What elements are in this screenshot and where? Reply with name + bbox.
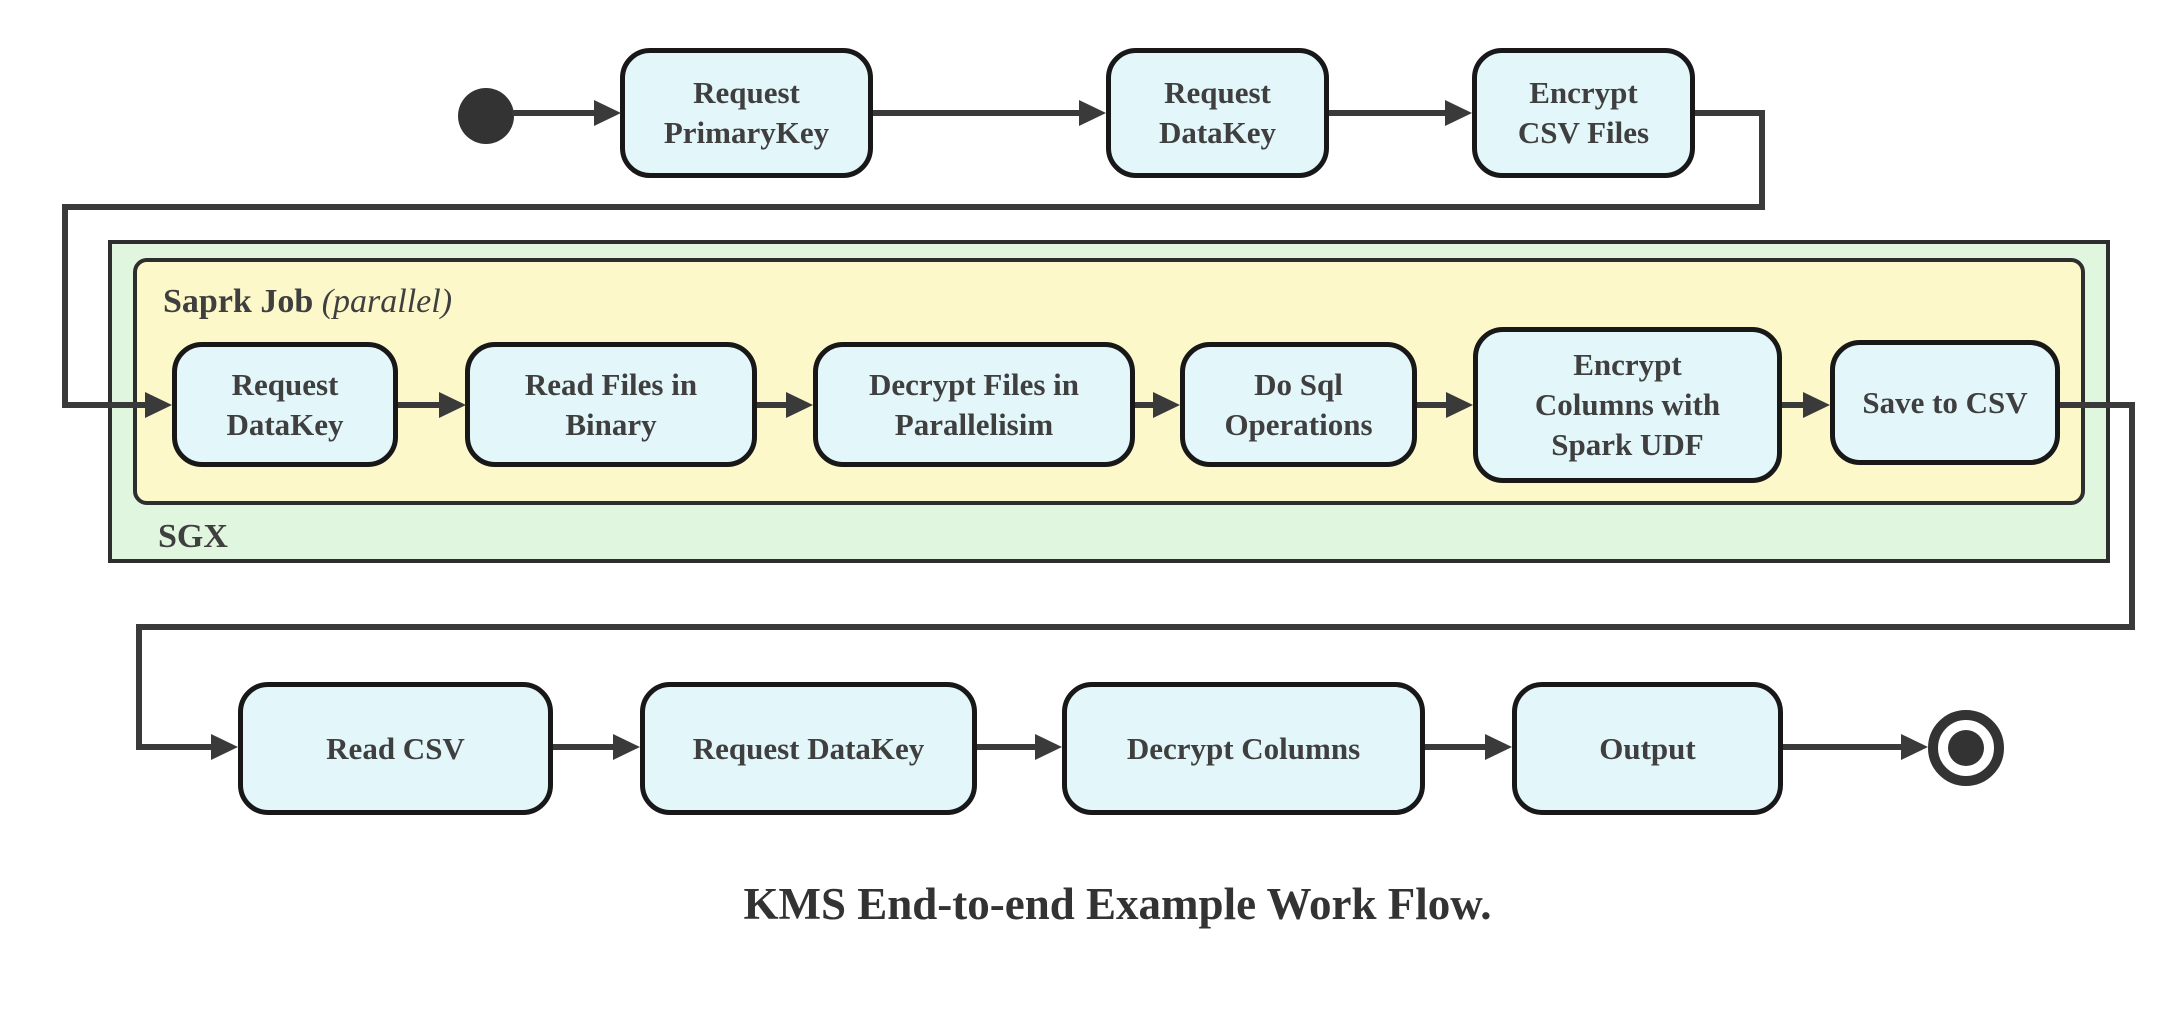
edge-readfiles-to-decryptfiles-arrowhead	[786, 392, 813, 418]
edge-primarykey-to-datakey	[873, 110, 1079, 116]
node-encrypt-csv-files: Encrypt CSV Files	[1472, 48, 1695, 178]
edge-readcsv-to-requestdatakey	[553, 744, 613, 750]
diagram-title: KMS End-to-end Example Work Flow.	[743, 879, 1492, 929]
edge-primarykey-to-datakey-arrowhead	[1079, 100, 1106, 126]
node-output: Output	[1512, 682, 1783, 815]
edge-encryptcsv-to-sgx-segment	[62, 204, 68, 408]
edge-savecsv-to-readcsv-segment	[136, 624, 142, 747]
edge-savecsv-to-readcsv-segment	[2129, 402, 2135, 630]
edge-decryptfiles-to-dosql	[1135, 402, 1153, 408]
edge-datakey-to-encryptcsv-arrowhead	[1445, 100, 1472, 126]
end-state-icon	[1928, 710, 2004, 786]
node-decrypt-columns: Decrypt Columns	[1062, 682, 1425, 815]
edge-output-to-end	[1783, 744, 1901, 750]
edge-encryptcsv-to-sgx-arrowhead	[145, 392, 172, 418]
edge-datakey-to-encryptcsv	[1329, 110, 1445, 116]
edge-datakey-to-readfiles	[398, 402, 439, 408]
start-state-icon	[458, 88, 514, 144]
edge-decryptcolumns-to-output-arrowhead	[1485, 734, 1512, 760]
edge-datakey-to-readfiles-arrowhead	[439, 392, 466, 418]
node-request-datakey-sgx: Request DataKey	[172, 342, 398, 467]
edge-dosql-to-encryptcolumns-arrowhead	[1446, 392, 1473, 418]
edge-savecsv-to-readcsv-arrowhead	[211, 734, 238, 760]
spark-job-group-label: Saprk Job (parallel)	[163, 283, 452, 321]
edge-dosql-to-encryptcolumns	[1417, 402, 1446, 408]
spark-job-label-text: Saprk Job	[163, 283, 314, 320]
edge-start-to-request-primarykey	[512, 110, 594, 116]
edge-encryptcolumns-to-savecsv	[1782, 402, 1803, 408]
spark-job-parallel-label: (parallel)	[321, 283, 453, 320]
edge-encryptcolumns-to-savecsv-arrowhead	[1803, 392, 1830, 418]
edge-encryptcsv-to-sgx-segment	[62, 402, 145, 408]
edge-readfiles-to-decryptfiles	[757, 402, 786, 408]
edge-decryptfiles-to-dosql-arrowhead	[1153, 392, 1180, 418]
edge-encryptcsv-to-sgx-segment	[1759, 110, 1765, 210]
node-decrypt-files-in-parallelisim: Decrypt Files in Parallelisim	[813, 342, 1135, 467]
node-save-to-csv: Save to CSV	[1830, 340, 2060, 465]
edge-decryptcolumns-to-output	[1425, 744, 1485, 750]
node-encrypt-columns-with-spark-udf: Encrypt Columns with Spark UDF	[1473, 327, 1782, 483]
edge-encryptcsv-to-sgx-segment	[62, 204, 1765, 210]
node-request-primarykey: Request PrimaryKey	[620, 48, 873, 178]
node-read-csv: Read CSV	[238, 682, 553, 815]
node-request-datakey-bottom: Request DataKey	[640, 682, 977, 815]
edge-readcsv-to-requestdatakey-arrowhead	[613, 734, 640, 760]
edge-requestdatakey-to-decryptcolumns	[977, 744, 1035, 750]
edge-savecsv-to-readcsv-segment	[136, 744, 211, 750]
end-state-dot	[1948, 730, 1984, 766]
sgx-group-label: SGX	[158, 518, 228, 555]
node-request-datakey-top: Request DataKey	[1106, 48, 1329, 178]
node-do-sql-operations: Do Sql Operations	[1180, 342, 1417, 467]
edge-requestdatakey-to-decryptcolumns-arrowhead	[1035, 734, 1062, 760]
edge-output-to-end-arrowhead	[1901, 734, 1928, 760]
edge-start-to-request-primarykey-arrowhead	[594, 100, 621, 126]
node-read-files-in-binary: Read Files in Binary	[465, 342, 757, 467]
edge-savecsv-to-readcsv-segment	[136, 624, 2135, 630]
edge-savecsv-to-readcsv-segment	[2060, 402, 2135, 408]
edge-encryptcsv-to-sgx-segment	[1695, 110, 1765, 116]
